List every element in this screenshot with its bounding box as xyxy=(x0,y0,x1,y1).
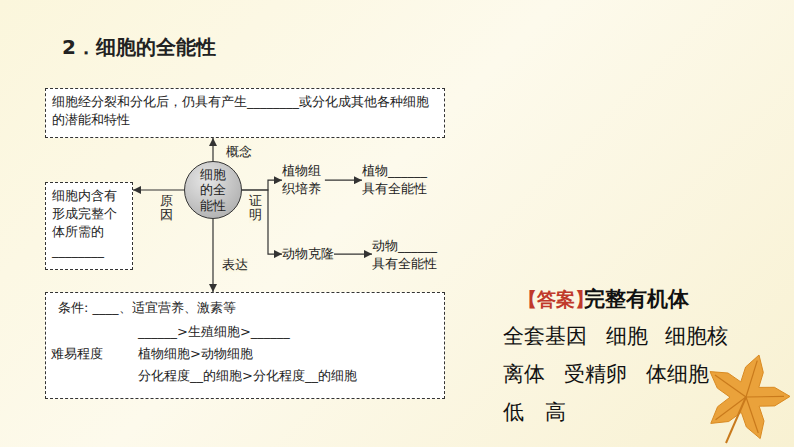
answer-text: 离体 xyxy=(503,360,545,388)
result-text: 植物______具有全能性 xyxy=(362,162,435,198)
leaf-vein xyxy=(715,375,746,397)
connector-arrow xyxy=(334,253,372,254)
node-text: 植物细胞>动物细胞 xyxy=(138,345,253,363)
leaf-vein xyxy=(746,361,757,397)
edge-label: 原因 xyxy=(160,194,173,223)
concept-box: 细胞经分裂和分化后，仍具有产生________或分化成其他各种细胞的潜能和特性 xyxy=(45,88,445,138)
leaf-vein xyxy=(746,396,784,398)
node-text: 分化程度__的细胞>分化程度__的细胞 xyxy=(138,367,357,385)
answer-text: 细胞核 xyxy=(665,322,728,350)
maple-leaf xyxy=(710,355,790,439)
answer-text: 体细胞 xyxy=(646,360,709,388)
result-text: 动物______具有全能性 xyxy=(372,237,445,273)
leaf-stem xyxy=(726,397,746,443)
expression-box: 条件: ____、适宜营养、激素等难易程度 ______>生殖细胞>______ 植… xyxy=(45,292,445,399)
connector-arrow xyxy=(325,180,362,181)
connector-arrow xyxy=(212,138,213,161)
edge-label: 表达 xyxy=(222,258,248,272)
edge-label: 概念 xyxy=(226,145,252,159)
node-text: 动物______具有全能性 xyxy=(372,237,445,273)
leaf-vein xyxy=(746,397,758,433)
method-text: 动物克隆 xyxy=(282,245,334,263)
node-text: 细胞的全能性 xyxy=(194,167,233,214)
edge-label: 证明 xyxy=(249,194,262,223)
node-text: 条件: ____、适宜营养、激素等 xyxy=(58,299,236,317)
method-text: 植物组织培养 xyxy=(282,162,325,198)
node-text: 细胞内含有形成完整个体所需的________ xyxy=(52,187,124,260)
node-text: 细胞经分裂和分化后，仍具有产生________或分化成其他各种细胞的潜能和特性 xyxy=(52,93,438,129)
connector-arrow xyxy=(242,180,282,190)
answer-text: 高 xyxy=(545,398,566,426)
node-text: 植物组织培养 xyxy=(282,162,325,198)
leaf-veins xyxy=(715,361,784,443)
answer-text: 细胞 xyxy=(606,322,648,350)
node-text: 植物______具有全能性 xyxy=(362,162,435,198)
slide-title: 2．细胞的全能性 xyxy=(62,34,216,61)
node-text: 难易程度 xyxy=(51,345,103,363)
maple-leaf-decoration xyxy=(696,345,794,447)
answer-text: 完整有机体 xyxy=(584,285,689,313)
connector-arrow xyxy=(212,219,213,292)
answer-text: 低 xyxy=(503,398,524,426)
connector-arrow xyxy=(242,190,282,254)
answer-text: 受精卵 xyxy=(564,360,627,388)
node-text: ______>生殖细胞>______ xyxy=(138,323,290,341)
connector-arrow xyxy=(133,189,184,190)
node-text: 动物克隆 xyxy=(282,245,334,263)
reason-box: 细胞内含有形成完整个体所需的________ xyxy=(45,182,133,270)
answer-tag: 【答案】 xyxy=(518,287,594,313)
center-circle: 细胞的全能性 xyxy=(184,161,242,219)
answer-text: 全套基因 xyxy=(503,322,587,350)
